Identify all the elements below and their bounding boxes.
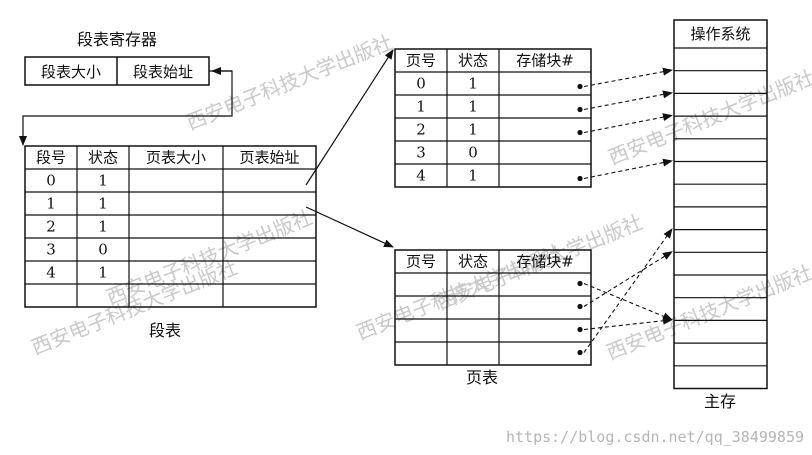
register-base-cell: 段表始址 — [133, 63, 193, 81]
page-table-bottom-header: 页号 — [406, 253, 436, 271]
page-table-top-cell: 0 — [416, 75, 426, 93]
segment-table-caption: 段表 — [149, 321, 181, 340]
memory-block — [674, 207, 767, 230]
page-table-top-cell: 2 — [416, 121, 426, 139]
segment-0-to-page-table-arrow — [305, 49, 394, 186]
memory-block — [674, 275, 767, 298]
memory-block — [674, 343, 767, 366]
segment-table-cell: 0 — [98, 241, 108, 259]
os-area-label: 操作系统 — [690, 25, 750, 43]
memory-border — [673, 19, 768, 390]
pointer-dot — [577, 83, 583, 90]
memory-block — [674, 252, 767, 275]
segment-table: 段号 状态 页表大小 页表始址 0 1 1 1 2 1 3 0 4 1 — [24, 145, 317, 308]
segment-table-cell: 3 — [46, 241, 56, 259]
block-pointer-arrow — [583, 90, 673, 111]
block-pointer-arrow — [583, 282, 673, 321]
segment-table-cell: 1 — [98, 172, 108, 190]
page-table-top-cell: 1 — [468, 98, 478, 116]
segment-table-header: 页表始址 — [239, 149, 299, 167]
pointer-dot — [577, 280, 583, 287]
page-table-top-header: 页号 — [406, 52, 436, 70]
block-pointers — [577, 67, 673, 356]
memory-block — [674, 71, 767, 94]
page-table-top-cell: 1 — [468, 75, 478, 93]
memory-block — [674, 320, 767, 343]
page-table-caption: 页表 — [466, 368, 498, 387]
segment-table-cell: 2 — [46, 218, 56, 236]
block-pointer-arrow — [583, 158, 673, 180]
segment-table-cell: 1 — [46, 195, 56, 213]
segment-table-header: 状态 — [88, 149, 118, 167]
page-table-bottom-header: 状态 — [458, 253, 488, 271]
memory-block — [674, 298, 767, 321]
source-url: https://blog.csdn.net/qq_38499859 — [506, 428, 804, 446]
block-pointer-arrow — [583, 316, 673, 331]
pointer-dot — [577, 349, 583, 356]
main-memory: 操作系统 — [673, 19, 768, 390]
segment-1-to-page-table-arrow — [305, 206, 394, 248]
block-pointer-arrow — [583, 113, 673, 134]
page-table-bottom-border — [394, 249, 592, 366]
memory-block — [674, 116, 767, 139]
segment-table-register: 段表寄存器 段表大小 段表始址 — [24, 30, 210, 86]
memory-block — [674, 184, 767, 207]
memory-block — [674, 162, 767, 185]
pointer-dot — [577, 129, 583, 136]
watermark: 西安电子科技大学出版社 — [103, 205, 316, 310]
pointer-dot — [577, 175, 583, 182]
memory-block — [674, 230, 767, 253]
page-table-top-cell: 1 — [468, 121, 478, 139]
page-table-top-header: 存储块# — [516, 52, 574, 70]
block-pointer-arrow — [583, 67, 673, 88]
page-table-top-cell: 3 — [416, 144, 426, 162]
page-table-top-cell: 0 — [468, 144, 478, 162]
pointer-dot — [577, 106, 583, 113]
segment-table-cell: 4 — [46, 264, 56, 282]
page-table-bottom: 页号 状态 存储块# — [394, 249, 592, 366]
block-pointer-arrow — [583, 251, 673, 307]
segment-table-border — [24, 145, 317, 308]
memory-block — [674, 48, 767, 71]
memory-block — [674, 366, 767, 389]
block-pointer-arrow — [583, 228, 673, 353]
main-memory-caption: 主存 — [704, 392, 736, 411]
page-table-top-header: 状态 — [458, 52, 488, 70]
register-size-cell: 段表大小 — [41, 63, 101, 81]
page-table-top-cell: 1 — [468, 167, 478, 185]
segment-table-cell: 1 — [98, 195, 108, 213]
memory-block — [674, 93, 767, 116]
segment-table-cell: 1 — [98, 264, 108, 282]
page-table-bottom-header: 存储块# — [516, 253, 574, 271]
page-table-top-cell: 1 — [416, 98, 426, 116]
pointer-dot — [577, 326, 583, 333]
segment-table-cell: 1 — [98, 218, 108, 236]
page-table-top: 页号 状态 存储块# 0 1 1 1 2 1 3 0 4 1 — [394, 48, 592, 188]
pointer-dot — [577, 303, 583, 310]
memory-block — [674, 139, 767, 162]
page-table-top-cell: 4 — [416, 167, 426, 185]
segment-table-header: 段号 — [36, 149, 66, 167]
register-title: 段表寄存器 — [77, 30, 157, 49]
segment-table-cell: 0 — [46, 172, 56, 190]
watermark: 西安电子科技大学出版社 — [183, 30, 396, 135]
segment-table-header: 页表大小 — [146, 149, 206, 167]
